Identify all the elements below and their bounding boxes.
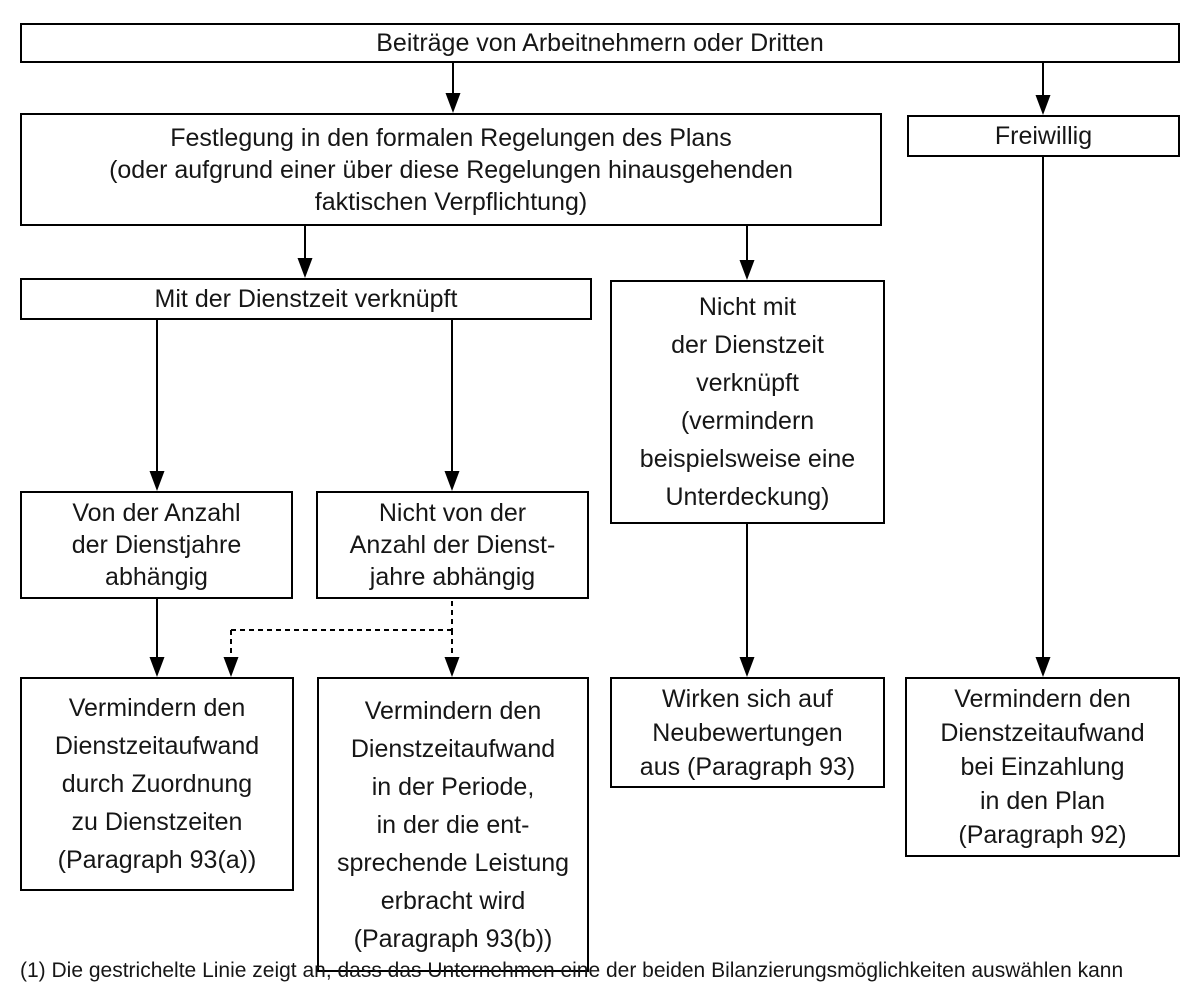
node-remeasurements-93: Wirken sich auf Neubewertungen aus (Para… [610,677,885,788]
arrow-formal-to-service-linked [297,226,313,278]
node-service-linked: Mit der Dienstzeit verknüpft [20,278,592,320]
node-reduce-payment-92: Vermindern den Dienstzeitaufwand bei Ein… [905,677,1180,857]
node-contributions: Beiträge von Arbeitnehmern oder Dritten [20,23,1180,63]
node-reduce-period-93b: Vermindern den Dienstzeitaufwand in der … [317,677,589,972]
arrow-years-dependent-to-93a [149,599,165,677]
footnote: (1) Die gestrichelte Linie zeigt an, das… [20,959,1124,982]
node-reduce-attribution-93a: Vermindern den Dienstzeitaufwand durch Z… [20,677,294,891]
node-not-service-linked: Nicht mit der Dienstzeit verknüpft (verm… [610,280,885,524]
dashed-option-connector [230,601,453,659]
dashed-arrowhead-into-93a [223,657,239,677]
dashed-arrowhead-into-93b [444,657,460,677]
arrow-service-linked-to-years-independent [444,320,460,491]
node-years-independent: Nicht von der Anzahl der Dienst- jahre a… [316,491,589,599]
node-formal-plan-terms: Festlegung in den formalen Regelungen de… [20,113,882,226]
arrow-contributions-to-formal [445,63,461,113]
node-voluntary: Freiwillig [907,115,1180,157]
arrow-not-linked-to-93 [739,524,755,677]
arrow-formal-to-not-linked [739,226,755,280]
arrow-contributions-to-voluntary [1035,63,1051,115]
arrow-voluntary-to-92 [1035,157,1051,677]
arrow-service-linked-to-years-dependent [149,320,165,491]
node-years-dependent: Von der Anzahl der Dienstjahre abhängig [20,491,293,599]
